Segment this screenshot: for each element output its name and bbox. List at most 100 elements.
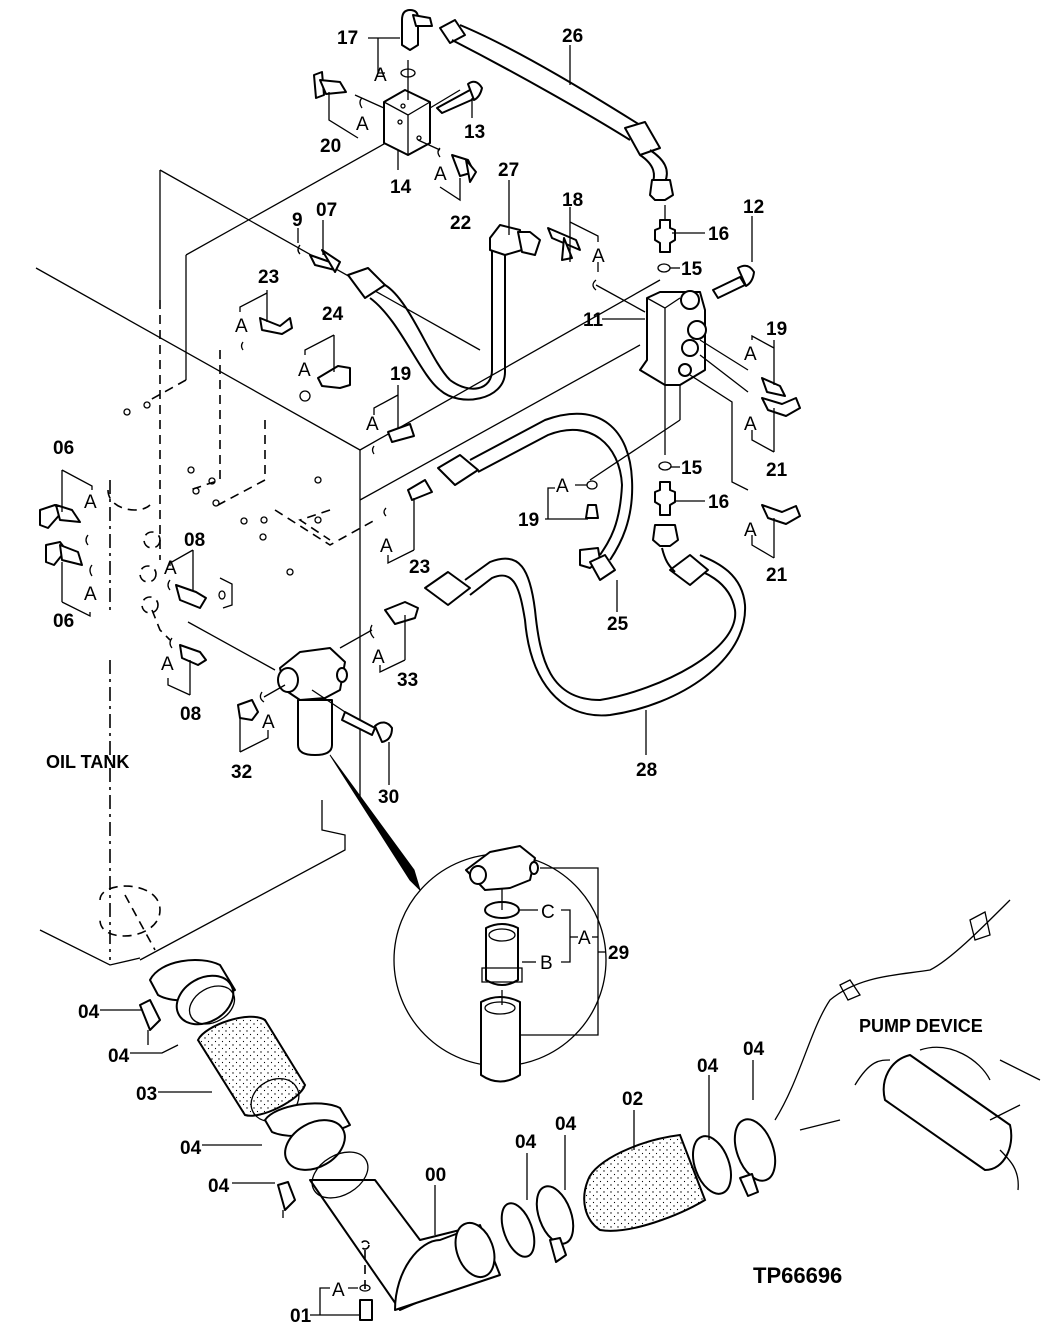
- label-23: 23: [409, 557, 430, 578]
- label-a: A: [332, 1280, 345, 1301]
- label-33: 33: [397, 670, 418, 691]
- label-25: 25: [607, 614, 629, 635]
- figure-id: TP66696: [753, 1263, 842, 1288]
- label-a: A: [434, 164, 447, 185]
- label-a: A: [744, 414, 757, 435]
- label-04: 04: [743, 1039, 765, 1060]
- fitting-24: [299, 365, 351, 402]
- filter-detail-circle: [393, 845, 607, 1083]
- label-9: 9: [292, 210, 303, 231]
- label-04: 04: [78, 1002, 100, 1023]
- label-02: 02: [622, 1089, 643, 1110]
- label-a: A: [578, 928, 591, 949]
- label-22: 22: [450, 213, 471, 234]
- fitting-21-upper: [699, 354, 801, 417]
- label-a: A: [374, 65, 387, 86]
- label-19: 19: [390, 364, 411, 385]
- leader-lines: [61, 37, 775, 1321]
- label-a: A: [592, 246, 605, 267]
- manifold-11: [589, 290, 707, 481]
- label-07: 07: [316, 200, 337, 221]
- label-08: 08: [180, 704, 201, 725]
- label-a: A: [356, 114, 369, 135]
- label-a: A: [380, 536, 393, 557]
- label-a: A: [161, 654, 174, 675]
- label-04: 04: [697, 1056, 719, 1077]
- hose-26: [439, 19, 674, 201]
- label-30: 30: [378, 787, 399, 808]
- bolt-13: [436, 80, 483, 114]
- fitting-21-lower: [689, 374, 801, 525]
- label-28: 28: [636, 760, 657, 781]
- fitting-16-lower: [652, 461, 679, 547]
- label-c: C: [541, 902, 555, 923]
- label-32: 32: [231, 762, 252, 783]
- label-19: 19: [766, 319, 787, 340]
- label-04: 04: [555, 1114, 577, 1135]
- label-13: 13: [464, 122, 485, 143]
- label-a: A: [366, 414, 379, 435]
- fitting-19-middle: [579, 480, 616, 581]
- label-a: A: [744, 520, 757, 541]
- label-12: 12: [743, 197, 764, 218]
- label-11: 11: [583, 310, 604, 331]
- label-b: B: [540, 953, 553, 974]
- fitting-16-upper: [654, 205, 676, 273]
- label-a: A: [84, 584, 97, 605]
- hose-27: [439, 224, 541, 401]
- suction-pipe: [139, 899, 1041, 1311]
- fitting-17: [400, 9, 433, 78]
- part-labels: 17 A A 20 13 14 A 22 26 27 18 A 16 15 12…: [53, 26, 788, 1325]
- label-15: 15: [681, 259, 703, 280]
- label-a: A: [298, 360, 311, 381]
- filter-assembly: [187, 621, 421, 891]
- label-00: 00: [425, 1165, 446, 1186]
- label-06: 06: [53, 438, 74, 459]
- label-a: A: [262, 712, 275, 733]
- fitting-20: [313, 71, 363, 109]
- fitting-08-lower: [169, 637, 207, 666]
- label-a: A: [556, 476, 569, 497]
- oil-tank-label: OIL TANK: [46, 752, 129, 772]
- label-18: 18: [562, 190, 583, 211]
- label-04: 04: [515, 1132, 537, 1153]
- bolt-12: [712, 264, 755, 299]
- fitting-07: [297, 244, 451, 391]
- label-29: 29: [608, 943, 629, 964]
- label-21: 21: [766, 460, 788, 481]
- label-26: 26: [562, 26, 583, 47]
- label-20: 20: [320, 136, 341, 157]
- label-16: 16: [708, 492, 729, 513]
- hose-upper-return: [383, 412, 634, 561]
- fitting-18: [547, 227, 646, 313]
- label-24: 24: [322, 304, 344, 325]
- label-14: 14: [390, 177, 412, 198]
- label-17: 17: [337, 28, 358, 49]
- label-06: 06: [53, 611, 74, 632]
- label-27: 27: [498, 160, 519, 181]
- label-23: 23: [258, 267, 279, 288]
- fitting-23-upper: [240, 317, 293, 351]
- label-a: A: [235, 316, 248, 337]
- label-a: A: [372, 647, 385, 668]
- label-08: 08: [184, 530, 205, 551]
- label-a: A: [84, 492, 97, 513]
- fitting-33: [369, 601, 419, 639]
- block-14: [354, 60, 461, 156]
- label-04: 04: [180, 1138, 202, 1159]
- label-01: 01: [290, 1306, 312, 1325]
- label-21: 21: [766, 565, 788, 586]
- label-04: 04: [208, 1176, 230, 1197]
- fitting-06-lower: [45, 541, 93, 577]
- label-03: 03: [136, 1084, 157, 1105]
- tank-holes: [123, 401, 322, 576]
- hose-28: [424, 547, 747, 717]
- oil-tank-outline: [35, 134, 661, 966]
- fitting-06-upper: [39, 504, 89, 546]
- pump-device-label: PUMP DEVICE: [859, 1016, 983, 1036]
- fitting-08-upper: [167, 579, 207, 609]
- fitting-19-left: [371, 423, 415, 455]
- fitting-22: [437, 147, 477, 183]
- label-04: 04: [108, 1046, 130, 1067]
